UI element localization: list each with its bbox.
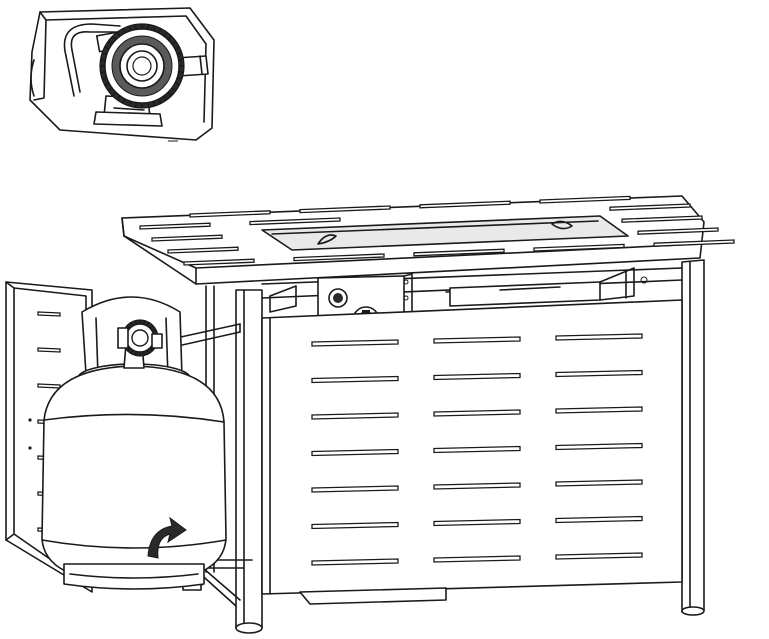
table-top-slatted	[121, 195, 735, 285]
regulator-handwheel-icon	[99, 23, 185, 109]
fire-table-assembly	[5, 195, 735, 634]
propane-tank	[41, 296, 227, 590]
inset-regulator-detail	[29, 7, 215, 142]
front-slatted-panel	[261, 299, 683, 605]
table-frame	[181, 259, 705, 634]
curved-arrow-icon	[147, 516, 187, 559]
